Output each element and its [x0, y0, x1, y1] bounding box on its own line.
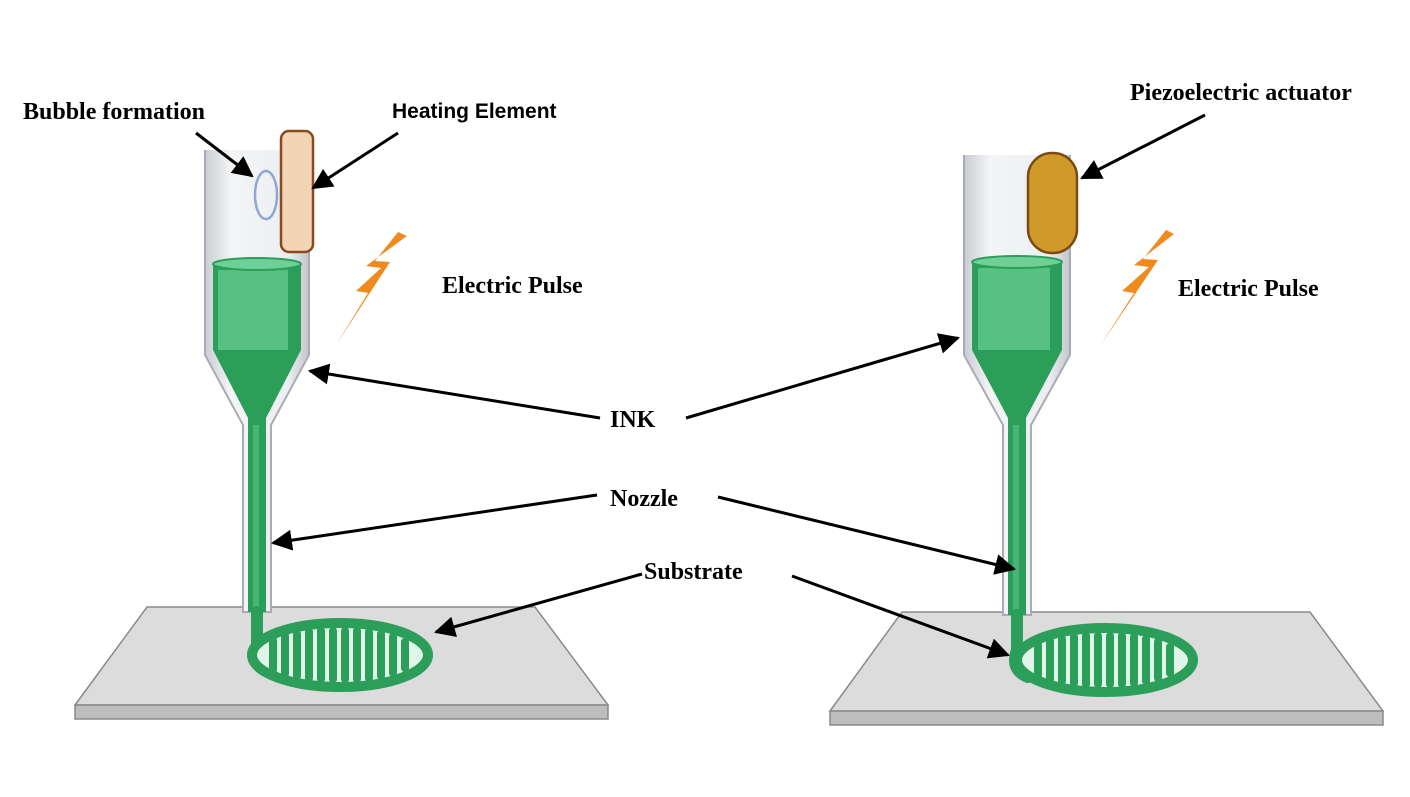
- label-piezoelectric-actuator: Piezoelectric actuator: [1130, 80, 1352, 106]
- label-substrate: Substrate: [644, 559, 743, 585]
- arrow-nozzle-right: [717, 495, 1017, 575]
- piezoelectric-actuator: [1026, 151, 1079, 255]
- bubble-icon: [253, 169, 279, 221]
- arrow-piezo: [1080, 113, 1206, 180]
- printed-ink-pattern-right: [1009, 609, 1198, 697]
- ink-reservoir-right: [971, 255, 1063, 615]
- label-bubble-formation: Bubble formation: [23, 99, 205, 125]
- label-nozzle: Nozzle: [610, 486, 678, 512]
- label-ink: INK: [610, 407, 656, 433]
- arrow-ink-right: [685, 333, 961, 420]
- printed-ink-pattern-left: [247, 606, 433, 692]
- label-electric-pulse-left: Electric Pulse: [442, 273, 583, 299]
- arrow-ink-left: [307, 363, 601, 420]
- annotation-arrows: [195, 113, 1206, 659]
- label-electric-pulse-right: Electric Pulse: [1178, 276, 1319, 302]
- heating-element: [279, 129, 315, 254]
- lightning-bolt-icon: [336, 232, 407, 345]
- label-heating-element: Heating Element: [392, 100, 557, 123]
- arrow-substrate-left: [433, 572, 643, 637]
- arrow-substrate-right: [791, 574, 1010, 659]
- piezo-printhead: [828, 151, 1385, 726]
- labels: Bubble formation Heating Element Electri…: [23, 80, 1352, 585]
- arrow-heating: [311, 131, 399, 190]
- arrow-bubble: [195, 131, 254, 178]
- ink-reservoir-left: [212, 257, 302, 612]
- lightning-bolt-icon: [1100, 230, 1174, 346]
- arrow-nozzle-left: [270, 493, 598, 551]
- thermal-printhead: [73, 129, 610, 720]
